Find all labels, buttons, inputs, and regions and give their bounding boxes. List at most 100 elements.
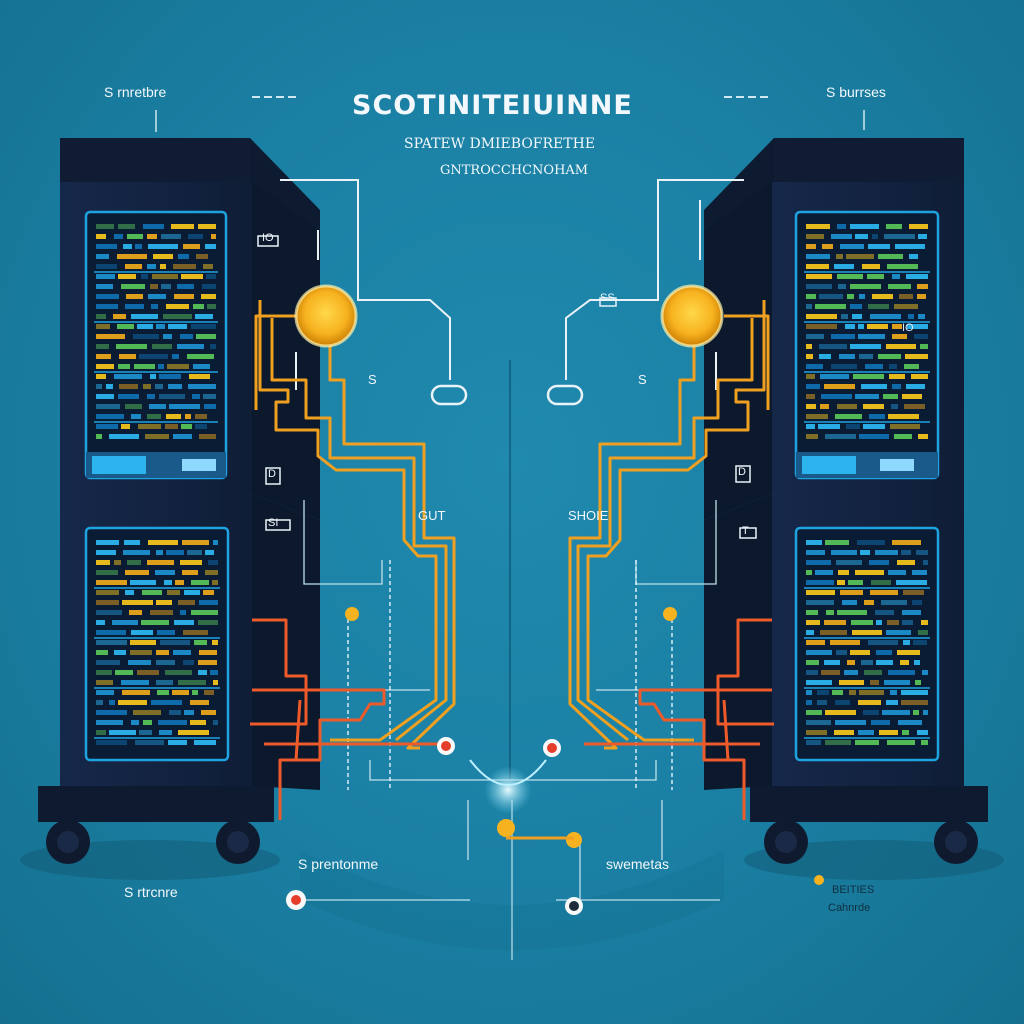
junction-left (345, 607, 359, 621)
screen-data-bar (118, 364, 130, 369)
junction-right (663, 607, 677, 621)
endpoint-bottom-right (565, 897, 583, 915)
screen-data-bar (149, 404, 166, 409)
hub-node-right (660, 284, 724, 348)
screen-data-bar (150, 610, 173, 615)
screen-data-bar (96, 620, 105, 625)
screen-data-bar (806, 414, 828, 419)
screen-data-bar (806, 384, 820, 389)
screen-data-bar (894, 304, 918, 309)
screen-data-bar (125, 404, 142, 409)
screen-data-bar (806, 570, 812, 575)
screen-data-bar (806, 730, 827, 735)
screen-data-bar (806, 740, 821, 745)
screen-data-bar (806, 314, 837, 319)
hub-node-left (294, 284, 358, 348)
junction-center-left (497, 819, 515, 837)
screen-data-bar (196, 334, 216, 339)
screen-data-bar (96, 670, 112, 675)
screen-data-bar (114, 560, 121, 565)
screen-data-bar (96, 234, 106, 239)
screen-data-bar (121, 680, 149, 685)
screen-data-bar (921, 740, 928, 745)
tag-left-1: IO (262, 232, 274, 244)
screen-data-bar (159, 730, 172, 735)
screen-data-bar (199, 650, 217, 655)
white-loops (430, 384, 584, 406)
screen-data-bar (165, 670, 192, 675)
screen-data-bar (916, 550, 928, 555)
screen-data-bar (824, 620, 846, 625)
screen-data-bar (882, 710, 910, 715)
screen-data-bar (846, 254, 874, 259)
screen-data-bar (119, 384, 138, 389)
screen-data-bar (886, 344, 916, 349)
screen-data-bar (123, 244, 132, 249)
screen-data-bar (173, 650, 191, 655)
screen-data-bar (201, 294, 216, 299)
screen-data-bar (849, 690, 856, 695)
screen-data-bar (918, 314, 925, 319)
screen-data-bar (147, 394, 155, 399)
screen-data-bar (902, 620, 913, 625)
screen-data-bar (126, 294, 143, 299)
screen-data-bar (859, 690, 884, 695)
screen-data-bar (180, 334, 193, 339)
screen-data-bar (96, 540, 119, 545)
screen-data-bar (860, 550, 870, 555)
screen-data-bar (921, 620, 928, 625)
screen-data-bar (806, 640, 825, 645)
screen-data-bar (806, 344, 812, 349)
screen-data-bar (876, 620, 882, 625)
screen-data-bar (119, 354, 136, 359)
screen-data-bar (864, 670, 882, 675)
screen-data-bar (915, 680, 921, 685)
screen-data-bar (820, 630, 847, 635)
screen-data-bar (912, 570, 927, 575)
screen-data-bar (163, 314, 192, 319)
screen-data-bar (867, 274, 884, 279)
screen-data-bar (836, 254, 843, 259)
screen-data-bar (139, 354, 168, 359)
screen-data-bar (147, 414, 161, 419)
screen-data-bar (884, 680, 910, 685)
screen-data-bar (875, 610, 894, 615)
screen-data-bar (122, 600, 153, 605)
screen-data-bar (913, 710, 919, 715)
port-boxes (257, 235, 757, 539)
screen-data-bar (156, 324, 165, 329)
screen-data-bar (96, 244, 117, 249)
screen-data-bar (210, 344, 216, 349)
screen-data-bar (202, 284, 216, 289)
screen-data-bar (129, 610, 142, 615)
screen-data-bar (178, 254, 189, 259)
screen-data-bar (888, 570, 906, 575)
screen-data-bar (908, 314, 914, 319)
screen-data-bar (886, 630, 911, 635)
screen-data-bar (96, 374, 106, 379)
tag-right-1: SS (600, 292, 615, 304)
screen-data-bar (161, 284, 171, 289)
screen-data-bar (148, 540, 178, 545)
screen-data-bar (806, 424, 815, 429)
screen-data-bar (909, 254, 918, 259)
screen-data-bar (806, 610, 818, 615)
screen-data-bar (923, 560, 928, 565)
screen-data-bar (806, 364, 823, 369)
screen-data-bar (96, 224, 114, 229)
screen-data-bar (851, 620, 873, 625)
screen-data-bar (131, 720, 139, 725)
tag-right-2: D (738, 466, 746, 478)
screen-data-bar (870, 680, 879, 685)
screen-data-bar (212, 580, 218, 585)
screen-data-bar (887, 740, 915, 745)
screen-data-bar (834, 730, 854, 735)
screen-data-bar (96, 294, 119, 299)
corner-label-bottom-right-2: Cahnrde (828, 902, 871, 914)
screen-data-bar (178, 680, 206, 685)
screen-data-bar (96, 394, 114, 399)
screen-data-bar (839, 680, 864, 685)
screen-data-bar (166, 304, 189, 309)
screen-data-bar (188, 234, 203, 239)
screen-data-bar (840, 590, 863, 595)
